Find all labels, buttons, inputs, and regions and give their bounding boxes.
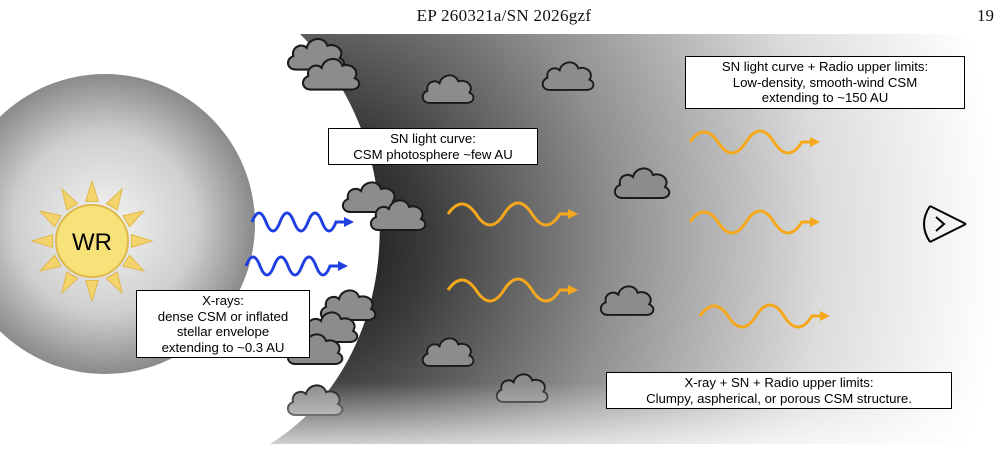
- xray-wave-arrow-icon: [244, 255, 348, 277]
- running-title: EP 260321a/SN 2026gzf: [416, 6, 592, 25]
- sn-radio-label-box: SN light curve + Radio upper limits: Low…: [685, 56, 965, 109]
- sn-light-curve-label-box: SN light curve: CSM photosphere ~few AU: [328, 128, 538, 165]
- xray-wave-arrow-icon: [250, 211, 354, 233]
- xray-sn-radio-label-box: X-ray + SN + Radio upper limits: Clumpy,…: [606, 372, 952, 409]
- running-head: EP 260321a/SN 2026gzf: [0, 6, 1008, 26]
- page-number: 19: [977, 6, 994, 25]
- xray-label-box: X-rays: dense CSM or inflated stellar en…: [136, 290, 310, 358]
- star-label: WR: [72, 229, 112, 256]
